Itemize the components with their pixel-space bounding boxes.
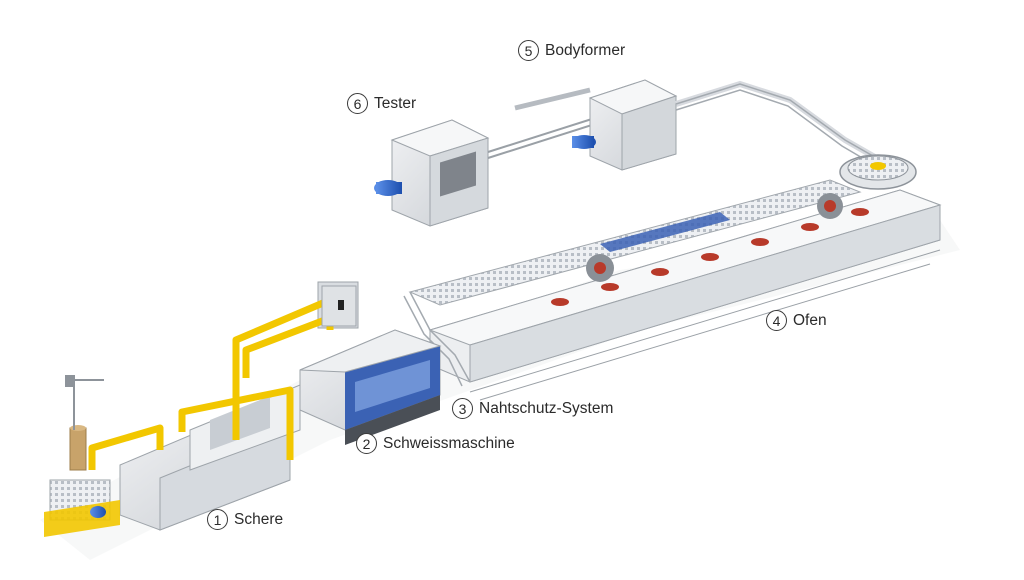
callout-schweissmaschine: 2 Schweissmaschine xyxy=(356,433,515,454)
oven-unit xyxy=(428,189,942,401)
carousel-unit xyxy=(839,154,917,190)
welding-machine xyxy=(299,281,442,445)
callout-nahtschutz: 3 Nahtschutz-System xyxy=(452,398,613,419)
callout-tester: 6 Tester xyxy=(347,93,416,114)
callout-number: 4 xyxy=(766,310,787,331)
conveyor-tester-bodyformer xyxy=(487,87,596,159)
callout-label: Ofen xyxy=(793,311,827,329)
yellow-gantry-frames xyxy=(88,296,334,470)
callout-number: 3 xyxy=(452,398,473,419)
sensor-mast xyxy=(65,375,104,430)
callout-number: 5 xyxy=(518,40,539,61)
callout-label: Tester xyxy=(374,94,417,112)
callout-number: 2 xyxy=(356,433,377,454)
callout-number: 6 xyxy=(347,93,368,114)
callout-label: Schweissmaschine xyxy=(383,434,515,452)
callout-label: Schere xyxy=(234,510,284,528)
callout-label: Nahtschutz-System xyxy=(479,399,614,417)
bodyformer-machine xyxy=(572,79,678,171)
shear-machine xyxy=(44,384,301,537)
control-cabinet xyxy=(321,285,357,327)
callout-label: Bodyformer xyxy=(545,41,626,59)
callout-schere: 1 Schere xyxy=(207,509,283,530)
can-conveyor-upper xyxy=(408,179,862,306)
callout-ofen: 4 Ofen xyxy=(766,310,827,331)
oven-heater-segments xyxy=(551,208,869,306)
callout-number: 1 xyxy=(207,509,228,530)
upper-conveyor xyxy=(675,80,882,167)
oven-fans xyxy=(586,193,843,282)
callout-bodyformer: 5 Bodyformer xyxy=(518,40,625,61)
tester-machine xyxy=(374,119,490,227)
floor-shadow xyxy=(40,220,960,560)
